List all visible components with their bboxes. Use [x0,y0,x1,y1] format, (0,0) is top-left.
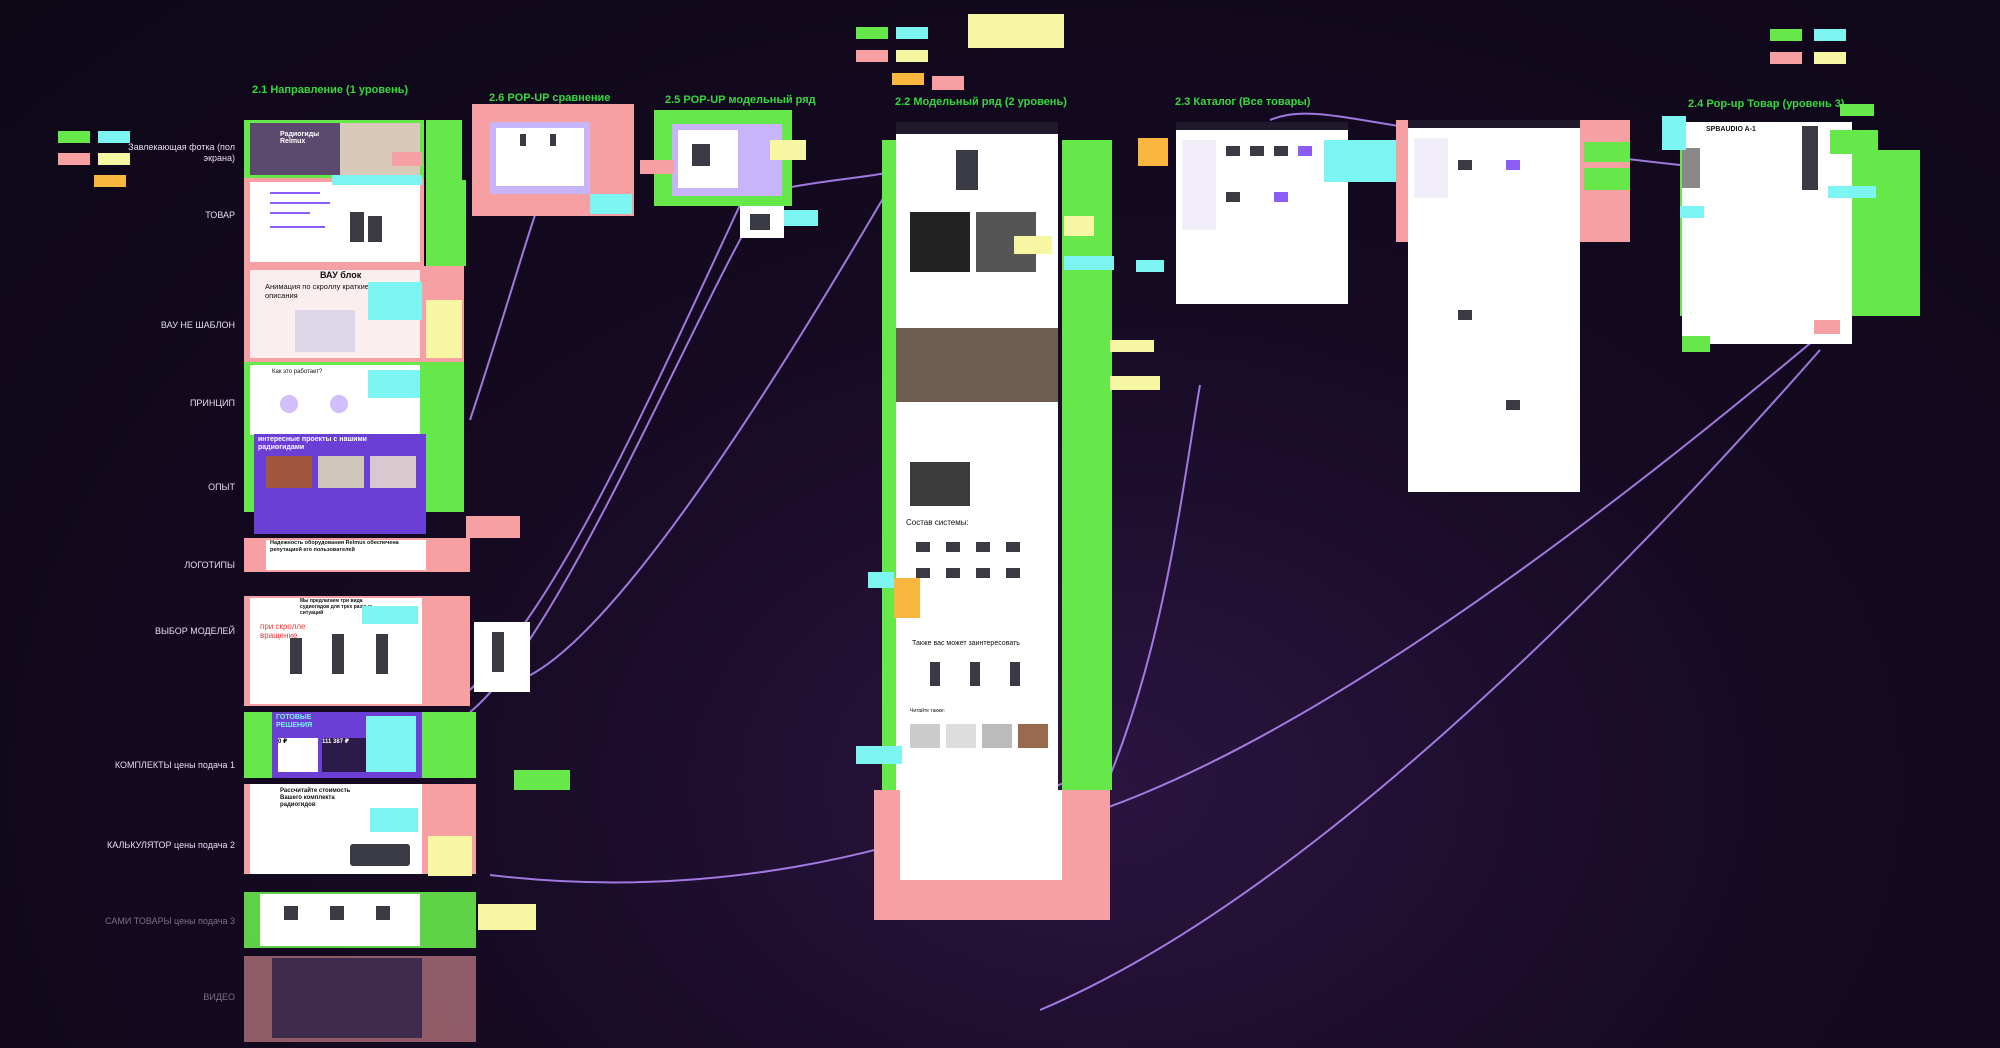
section-label-video: ВИДЕО [203,992,235,1002]
column-title-2-4: 2.4 Pop-up Товар (уровень 3) [1688,98,1845,110]
c21-projects-title: интересные проекты с нашими радиогидами [258,436,367,451]
section-label-experience: ОПЫТ [208,482,235,492]
c21-price-card-2[interactable]: 111 387 ₽ [322,738,366,772]
c22-read-title: Читайте также: [910,708,946,714]
section-label-models: ВЫБОР МОДЕЛЕЙ [154,626,235,636]
c21-how-title: Как это работает? [272,369,323,375]
c21-product-mock [250,182,420,262]
column-title-2-2: 2.2 Модельный ряд (2 уровень) [895,96,1067,108]
column-title-2-3: 2.3 Каталог (Все товары) [1175,96,1311,108]
c21-choose-title: Мы предлагаем три вида судиогидов для тр… [300,598,373,616]
section-label-products: САМИ ТОВАРЫ цены подача 3 [105,916,235,926]
c22-system-title: Состав системы: [906,518,969,527]
c23-catalog-mock [1176,122,1348,304]
c21-video-mock [272,958,422,1038]
c22-right-strip [1062,140,1112,790]
c21-hero-title: Радиогиды Relmux [280,131,320,145]
c25-mock [672,124,782,196]
c21-ready-title: ГОТОВЫЕ РЕШЕНИЯ [276,714,313,729]
top-note-pink [932,76,964,90]
c21-price-card-1[interactable]: 0 ₽ [278,738,318,772]
c21-wow-title: ВАУ блок [320,270,362,280]
c21-reliability-title: Надежность оборудования Relmux обеспечен… [270,540,399,553]
section-label-wow: ВАУ НЕ ШАБЛОН [160,320,235,330]
section-label-kits: КОМПЛЕКТЫ цены подача 1 [114,760,235,770]
c21-wow-sub: Анимация по скроллу краткие тезисы описа… [265,282,396,300]
legend-right [1770,28,1847,69]
c21-products-mock [260,894,420,946]
c24-product-title: SPBAUDIO A-1 [1706,126,1756,133]
c21-experience-mock: интересные проекты с нашими радиогидами [254,434,426,534]
c21-logos-mock: Надежность оборудования Relmux обеспечен… [266,540,426,570]
section-label-principle: ПРИНЦИП [189,398,235,408]
c21-scroll-note: при скролле вращение [260,622,306,640]
column-title-2-1: 2.1 Направление (1 уровень) [252,84,409,96]
top-note [968,14,1064,48]
c26-compare-mock [490,122,590,194]
section-label-calculator: КАЛЬКУЛЯТОР цены подача 2 [107,840,235,850]
legend-left [58,130,131,192]
legend-top [856,26,929,90]
c21-hero-mock: Радиогиды Relmux [250,123,420,175]
section-label-product: ТОВАР [205,210,235,220]
c23-catalog-2-mock [1408,120,1580,492]
c21-models-mock: Мы предлагаем три вида судиогидов для тр… [250,598,422,704]
section-label-hero: Завлекающая фотка (пол экрана) [128,142,235,163]
c21-calc-title: Рассчитайте стоимость Вашего комплекта р… [280,788,351,808]
column-title-2-5: 2.5 POP-UP модельный ряд [665,94,816,106]
c22-also-title: Также вас может заинтересовать [912,640,1020,647]
c22-left-strip [882,140,896,790]
c24-product-mock: SPBAUDIO A-1 [1682,122,1852,344]
section-label-logos: ЛОГОТИПЫ [184,560,235,570]
column-title-2-6: 2.6 POP-UP сравнение [489,92,611,104]
c22-page-mock: Состав системы: Также вас может заинтере… [896,122,1058,880]
